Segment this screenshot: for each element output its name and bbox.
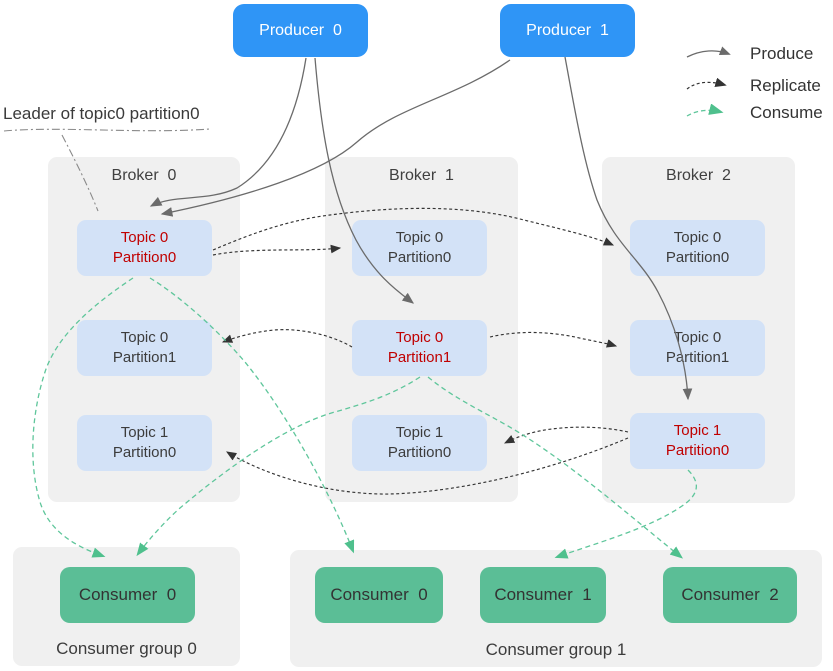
broker-1-container: Broker 1 Topic 0 Partition0 Topic 0 Part…: [325, 157, 518, 502]
broker-2-topic0-partition1: Topic 0 Partition1: [630, 320, 765, 376]
consumer-group-1-container: Consumer 0 Consumer 1 Consumer 2 Consume…: [290, 550, 822, 667]
broker-0-topic0-partition0: Topic 0 Partition0: [77, 220, 212, 276]
partition-line2: Partition1: [112, 349, 177, 366]
group1-consumer-2-node: Consumer 2: [663, 567, 797, 623]
legend-item-replicate: Replicate: [685, 76, 821, 96]
partition-line1: Topic 0: [395, 329, 444, 346]
partition-line2: Partition0: [387, 249, 452, 266]
broker-2-container: Broker 2 Topic 0 Partition0 Topic 0 Part…: [602, 157, 795, 503]
partition-line1: Topic 0: [120, 229, 169, 246]
group1-consumer-1-node: Consumer 1: [480, 567, 606, 623]
broker-2-title: Broker 2: [666, 167, 731, 184]
broker-1-topic1-partition0: Topic 1 Partition0: [352, 415, 487, 471]
partition-line2: Partition0: [387, 444, 452, 461]
broker-0-topic1-partition0: Topic 1 Partition0: [77, 415, 212, 471]
broker-0-container: Broker 0 Topic 0 Partition0 Topic 0 Part…: [48, 157, 240, 502]
legend-produce-label: Produce: [750, 44, 814, 63]
broker-0-topic0-partition1: Topic 0 Partition1: [77, 320, 212, 376]
consumer-group-0-label: Consumer group 0: [56, 639, 197, 658]
broker-0-title: Broker 0: [111, 167, 177, 184]
partition-line1: Topic 0: [120, 329, 169, 346]
legend-replicate-label: Replicate: [750, 76, 821, 95]
partition-line2: Partition1: [665, 349, 730, 366]
broker-1-topic0-partition1: Topic 0 Partition1: [352, 320, 487, 376]
broker-2-topic0-partition0: Topic 0 Partition0: [630, 220, 765, 276]
partition-line1: Topic 1: [673, 422, 722, 439]
consumer-group-1-label: Consumer group 1: [485, 640, 627, 659]
legend-consume-label: Consume: [750, 103, 823, 122]
group0-consumer-0-node: Consumer 0: [60, 567, 195, 623]
broker-1-title: Broker 1: [389, 167, 454, 184]
group1-consumer-0-node: Consumer 0: [315, 567, 443, 623]
producer-1-node: Producer 1: [500, 4, 635, 57]
partition-line1: Topic 1: [395, 424, 444, 441]
partition-line2: Partition0: [665, 249, 730, 266]
broker-1-topic0-partition0: Topic 0 Partition0: [352, 220, 487, 276]
partition-line1: Topic 0: [673, 329, 722, 346]
partition-line2: Partition0: [665, 442, 730, 459]
partition-line1: Topic 1: [120, 424, 169, 441]
leader-note: Leader of topic0 partition0: [3, 104, 200, 123]
replicate-arrow-icon: [686, 77, 727, 90]
consumer-label: Consumer 0: [78, 585, 177, 604]
producer-0-node: Producer 0: [233, 4, 368, 57]
legend-item-produce: Produce: [685, 44, 813, 64]
consumer-label: Consumer 2: [681, 585, 779, 604]
produce-arrow-icon: [686, 46, 731, 58]
partition-line1: Topic 0: [673, 229, 722, 246]
producer-1-label: Producer 1: [526, 21, 609, 39]
partition-line1: Topic 0: [395, 229, 444, 246]
partition-line2: Partition0: [112, 249, 177, 266]
partition-line2: Partition1: [387, 349, 452, 366]
consumer-group-0-container: Consumer 0 Consumer group 0: [13, 547, 240, 666]
legend-item-consume: Consume: [685, 103, 823, 123]
consume-arrow-icon: [686, 104, 724, 117]
consumer-label: Consumer 0: [330, 585, 428, 604]
producer-0-label: Producer 0: [259, 21, 342, 39]
broker-2-topic1-partition0: Topic 1 Partition0: [630, 413, 765, 469]
partition-line2: Partition0: [112, 444, 177, 461]
consumer-label: Consumer 1: [494, 585, 592, 604]
